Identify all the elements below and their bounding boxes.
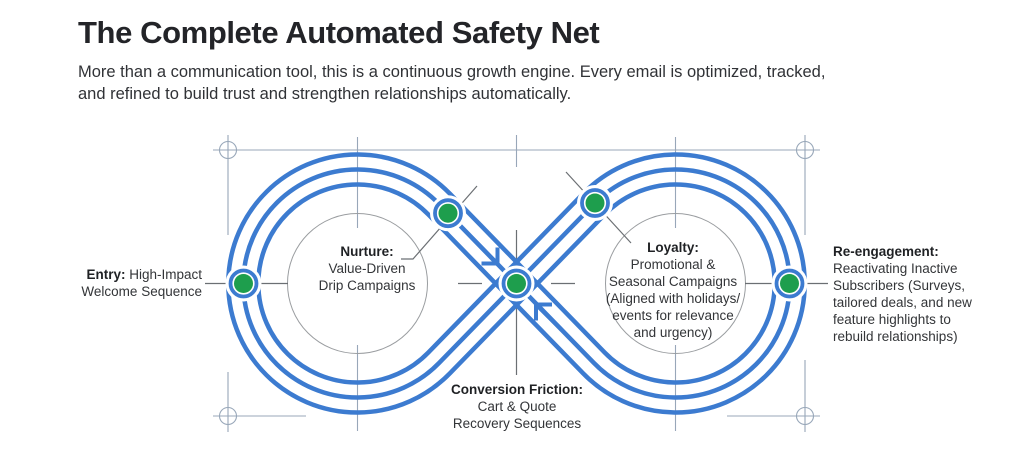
label-entry-text: High-Impact: [125, 267, 202, 282]
arrow-up-left-shaft: [536, 305, 564, 332]
label-loyalty-line: and urgency): [633, 325, 713, 340]
label-entry-line-1: Entry: High-Impact: [81, 266, 202, 283]
page-subtitle: More than a communication tool, this is …: [78, 62, 825, 106]
arrow-down-right-shaft: [464, 230, 498, 264]
arrow-up-left-head: [534, 302, 552, 321]
label-nurture-line: Drip Campaigns: [318, 278, 416, 293]
label-nurture: Nurture: Value-Driven Drip Campaigns: [287, 243, 447, 294]
node-loyalty: [577, 185, 613, 221]
registration-mark-bottom-left: [218, 406, 238, 426]
label-entry: Entry: High-Impact Welcome Sequence: [81, 266, 202, 300]
arrow-up-left-icon: [534, 302, 564, 332]
label-reengagement-keyword: Re-engagement:: [833, 244, 939, 259]
subtitle-line-1: More than a communication tool, this is …: [78, 63, 826, 81]
arrow-down-right-head: [481, 247, 500, 266]
label-loyalty: Loyalty: Promotional & Seasonal Campaign…: [583, 239, 763, 341]
label-reengagement: Re-engagement: Reactivating Inactive Sub…: [833, 243, 1008, 345]
label-nurture-keyword: Nurture:: [340, 244, 394, 259]
label-reengagement-line: feature highlights to: [833, 312, 951, 327]
infinity-strand-inner: [256, 152, 807, 415]
label-loyalty-line: Promotional &: [630, 257, 716, 272]
label-loyalty-line: Seasonal Campaigns: [608, 274, 738, 289]
label-conversion-line: Cart & Quote: [477, 399, 557, 414]
flow-arrows: [464, 230, 564, 332]
label-conversion-friction: Conversion Friction: Cart & Quote Recove…: [427, 381, 607, 432]
label-loyalty-keyword: Loyalty:: [647, 240, 699, 255]
registration-mark-top-right: [795, 140, 815, 160]
node-reengagement: [771, 265, 808, 302]
registration-mark-bottom-right: [795, 406, 815, 426]
registration-mark-top-left: [218, 140, 238, 160]
stage-nodes: [225, 185, 808, 302]
arrow-down-right-icon: [464, 230, 500, 266]
node-conversion: [498, 265, 535, 302]
label-nurture-line: Value-Driven: [328, 261, 406, 276]
page-title: The Complete Automated Safety Net: [78, 15, 600, 50]
label-reengagement-line: tailored deals, and new: [833, 295, 972, 310]
infinity-strand-outer: [226, 152, 777, 415]
label-conversion-keyword: Conversion Friction:: [450, 382, 583, 397]
label-conversion-line: Recovery Sequences: [452, 416, 582, 431]
node-nurture: [430, 195, 466, 232]
label-loyalty-line: (Aligned with holidays/: [605, 291, 741, 306]
subtitle-line-2: and refined to build trust and strengthe…: [78, 84, 572, 103]
node-entry: [225, 265, 262, 302]
label-reengagement-line: rebuild relationships): [833, 329, 958, 344]
label-loyalty-line: events for relevance: [612, 308, 734, 323]
label-reengagement-line: Reactivating Inactive: [833, 261, 958, 276]
label-reengagement-line: Subscribers (Surveys,: [833, 278, 966, 293]
blueprint-guides: [213, 135, 820, 432]
label-entry-line-2: Welcome Sequence: [81, 284, 202, 299]
label-entry-keyword: Entry:: [86, 267, 126, 282]
